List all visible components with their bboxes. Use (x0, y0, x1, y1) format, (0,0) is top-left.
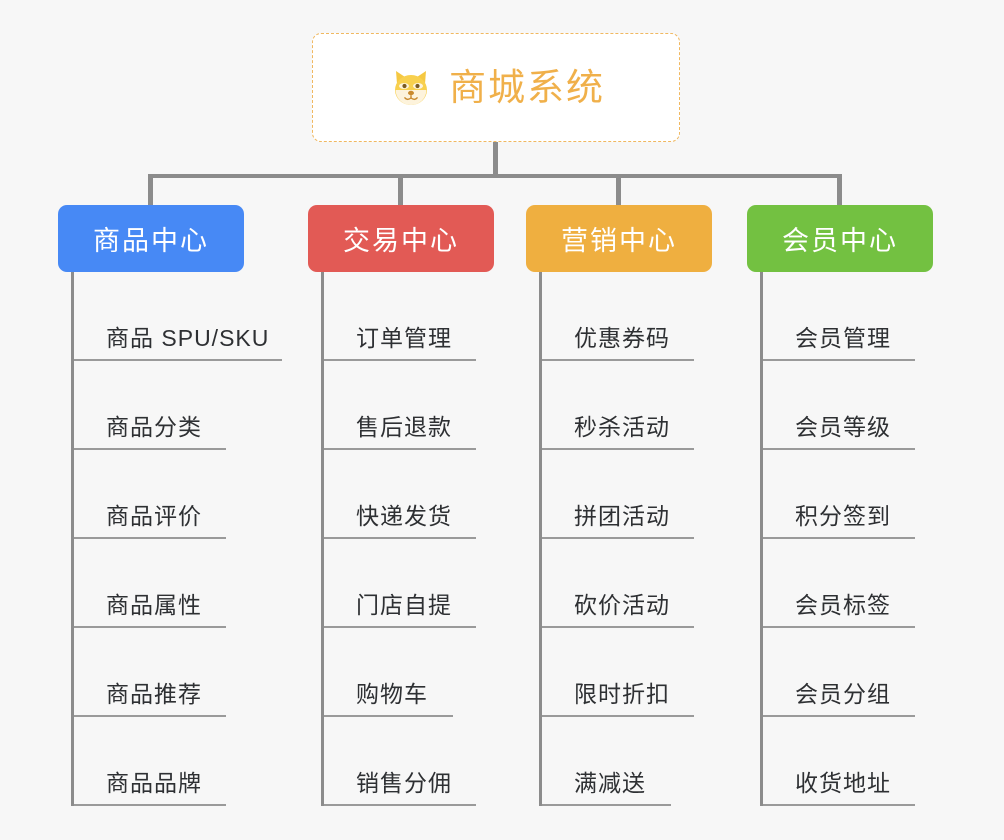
list-item-label: 会员管理 (795, 325, 891, 351)
list-item[interactable]: 商品推荐 (74, 628, 269, 717)
list-item[interactable]: 门店自提 (324, 539, 494, 628)
category-header-3-label: 营销中心 (561, 226, 677, 256)
list-item[interactable]: 商品品牌 (74, 717, 269, 806)
list-item-label: 限时折扣 (574, 681, 670, 707)
list-item-label: 优惠券码 (574, 325, 670, 351)
list-item-label: 购物车 (356, 681, 428, 707)
list-item-rule (74, 537, 226, 539)
category-header-1[interactable]: 商品中心 (58, 205, 244, 272)
root-node-shop-system[interactable]: 商城系统 (312, 33, 680, 142)
list-item-rule (542, 537, 694, 539)
list-item-rule (74, 626, 226, 628)
list-item[interactable]: 会员管理 (763, 272, 933, 361)
list-item-label: 销售分佣 (356, 770, 452, 796)
connector-bus (148, 174, 842, 178)
list-item-label: 订单管理 (356, 325, 452, 351)
list-item-label: 商品推荐 (106, 681, 202, 707)
list-item-rule (542, 448, 694, 450)
list-item[interactable]: 会员等级 (763, 361, 933, 450)
list-item-rule (542, 359, 694, 361)
list-item[interactable]: 秒杀活动 (542, 361, 712, 450)
list-item-rule (324, 715, 453, 717)
connector-drop-4 (837, 174, 842, 207)
branch-column-2: 交易中心 订单管理 售后退款 快递发货 门店自提 购物车 (308, 205, 494, 806)
list-item-label: 售后退款 (356, 414, 452, 440)
list-item-rule (542, 804, 671, 806)
list-item-label: 会员等级 (795, 414, 891, 440)
branch-column-3: 营销中心 优惠券码 秒杀活动 拼团活动 砍价活动 限时折扣 (526, 205, 712, 806)
root-node-title: 商城系统 (449, 67, 605, 108)
list-item[interactable]: 积分签到 (763, 450, 933, 539)
connector-drop-1 (148, 174, 153, 207)
list-item-label: 门店自提 (356, 592, 452, 618)
category-item-list-2: 订单管理 售后退款 快递发货 门店自提 购物车 销售分佣 (321, 272, 494, 806)
list-item-label: 会员标签 (795, 592, 891, 618)
connector-drop-2 (398, 174, 403, 207)
list-item-label: 商品品牌 (106, 770, 202, 796)
connector-stem (493, 142, 498, 178)
list-item-label: 秒杀活动 (574, 414, 670, 440)
list-item[interactable]: 商品 SPU/SKU (74, 272, 282, 361)
list-item-rule (542, 715, 694, 717)
list-item-rule (763, 359, 915, 361)
list-item-label: 拼团活动 (574, 503, 670, 529)
list-item-label: 砍价活动 (574, 592, 670, 618)
list-item-rule (324, 359, 476, 361)
list-item[interactable]: 商品属性 (74, 539, 269, 628)
list-item-rule (324, 448, 476, 450)
list-item[interactable]: 会员标签 (763, 539, 933, 628)
list-item[interactable]: 收货地址 (763, 717, 933, 806)
list-item-rule (74, 359, 282, 361)
list-item[interactable]: 购物车 (324, 628, 494, 717)
list-item-rule (324, 537, 476, 539)
branch-column-4: 会员中心 会员管理 会员等级 积分签到 会员标签 会员分组 (747, 205, 933, 806)
category-header-2[interactable]: 交易中心 (308, 205, 494, 272)
list-item-rule (542, 626, 694, 628)
list-item-label: 快递发货 (356, 503, 452, 529)
list-item-label: 满减送 (574, 770, 646, 796)
category-header-4[interactable]: 会员中心 (747, 205, 933, 272)
list-item[interactable]: 优惠券码 (542, 272, 712, 361)
list-item-rule (763, 537, 915, 539)
list-item[interactable]: 订单管理 (324, 272, 494, 361)
category-item-list-4: 会员管理 会员等级 积分签到 会员标签 会员分组 收货地址 (760, 272, 933, 806)
list-item[interactable]: 商品分类 (74, 361, 269, 450)
list-item[interactable]: 砍价活动 (542, 539, 712, 628)
list-item-rule (74, 448, 226, 450)
list-item-rule (763, 626, 915, 628)
list-item[interactable]: 会员分组 (763, 628, 933, 717)
category-header-1-label: 商品中心 (93, 226, 209, 256)
list-item-label: 商品分类 (106, 414, 202, 440)
category-header-3[interactable]: 营销中心 (526, 205, 712, 272)
list-item-label: 收货地址 (795, 770, 891, 796)
list-item-label: 商品属性 (106, 592, 202, 618)
list-item-rule (324, 626, 476, 628)
category-header-2-label: 交易中心 (343, 226, 459, 256)
shiba-inu-dog-icon (387, 64, 435, 112)
list-item-rule (324, 804, 476, 806)
list-item-rule (74, 715, 226, 717)
list-item-label: 会员分组 (795, 681, 891, 707)
list-item[interactable]: 限时折扣 (542, 628, 712, 717)
category-item-list-1: 商品 SPU/SKU 商品分类 商品评价 商品属性 商品推荐 商品品牌 (71, 272, 282, 806)
list-item-label: 积分签到 (795, 503, 891, 529)
branch-column-1: 商品中心 商品 SPU/SKU 商品分类 商品评价 商品属性 商品推荐 (58, 205, 282, 806)
list-item[interactable]: 售后退款 (324, 361, 494, 450)
category-item-list-3: 优惠券码 秒杀活动 拼团活动 砍价活动 限时折扣 满减送 (539, 272, 712, 806)
list-item[interactable]: 满减送 (542, 717, 712, 806)
list-item[interactable]: 快递发货 (324, 450, 494, 539)
list-item-rule (763, 715, 915, 717)
list-item-label: 商品 SPU/SKU (106, 325, 270, 351)
list-item[interactable]: 拼团活动 (542, 450, 712, 539)
list-item-rule (763, 804, 915, 806)
list-item-label: 商品评价 (106, 503, 202, 529)
list-item-rule (74, 804, 226, 806)
connector-drop-3 (616, 174, 621, 207)
list-item-rule (763, 448, 915, 450)
list-item[interactable]: 商品评价 (74, 450, 269, 539)
category-header-4-label: 会员中心 (782, 226, 898, 256)
list-item[interactable]: 销售分佣 (324, 717, 494, 806)
